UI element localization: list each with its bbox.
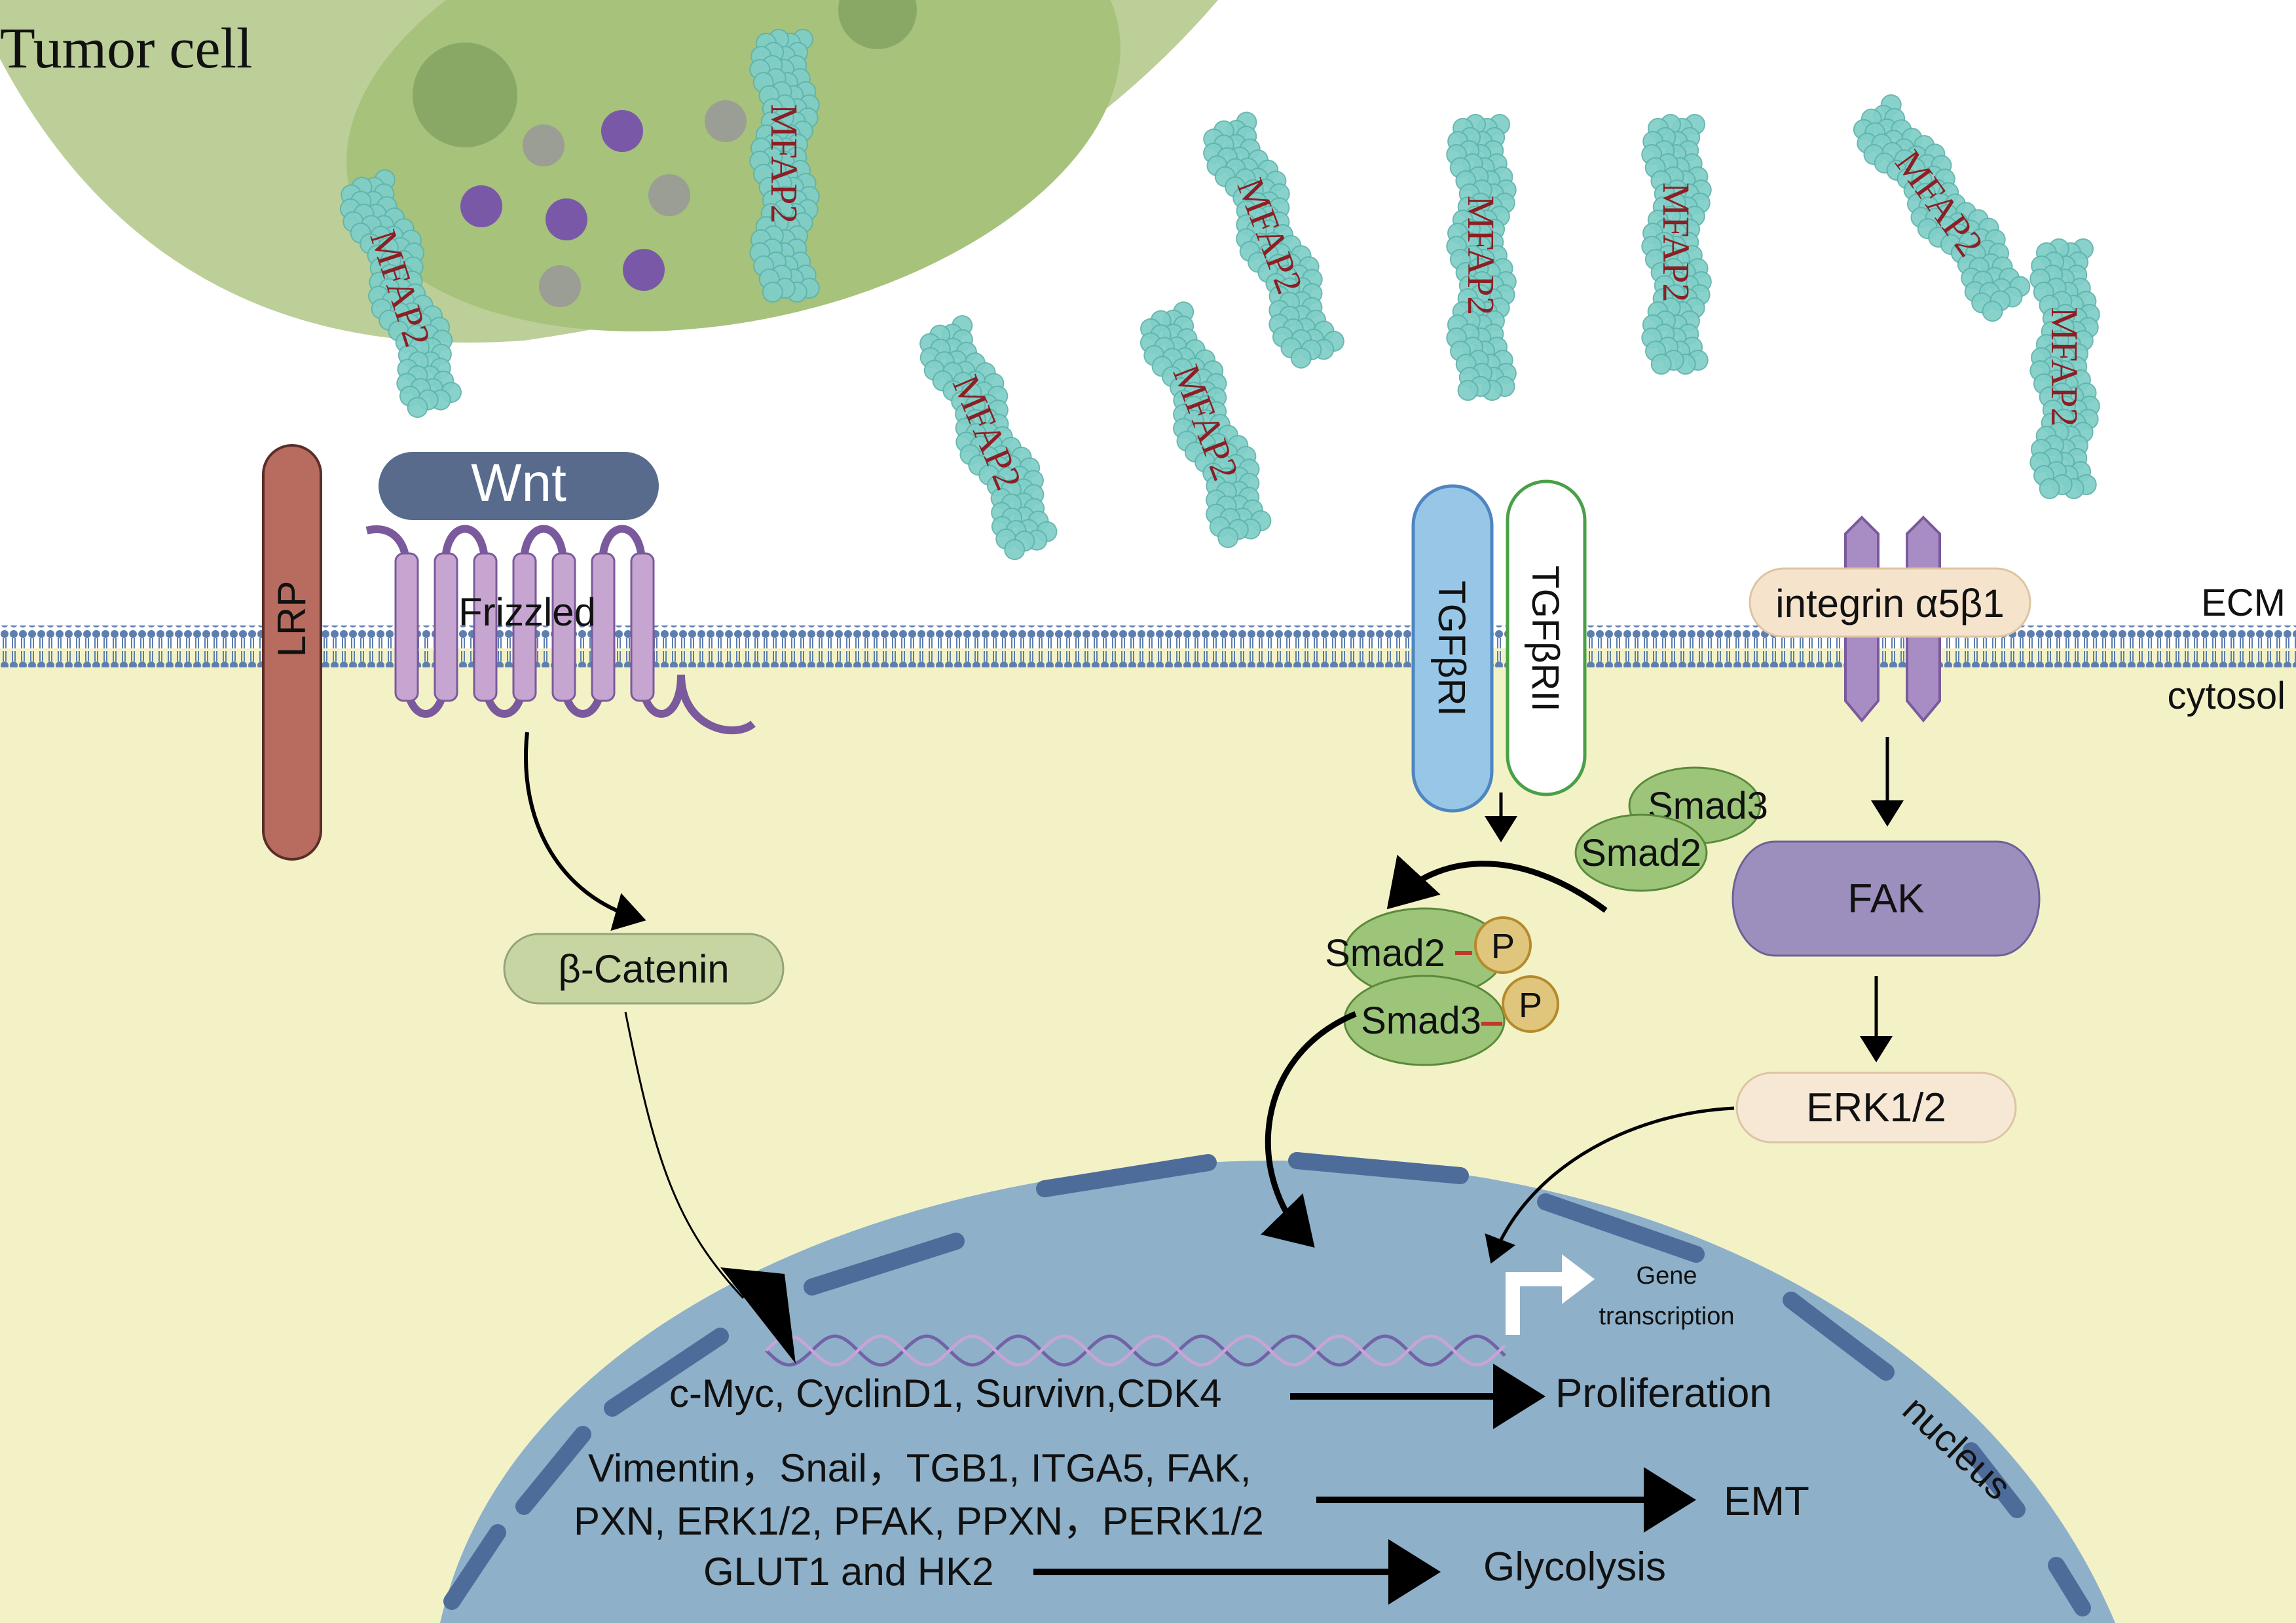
beta-catenin-label: β-Catenin xyxy=(558,947,729,991)
emt-label: EMT xyxy=(1724,1479,1809,1524)
mfap2-label: MFAP2 xyxy=(1655,183,1697,303)
emt-genes-line1: Vimentin，Snail，TGB1, ITGA5, FAK, xyxy=(588,1446,1251,1490)
lrp-label: LRP xyxy=(270,581,314,658)
smad2-p-label: Smad2 xyxy=(1325,932,1445,975)
tgfbr2-receptor: TGFβRII xyxy=(1506,479,1587,796)
nucleus: nucleus xyxy=(440,1152,2115,1623)
frizzled-label: Frizzled xyxy=(458,590,596,634)
tumor-cell-top xyxy=(0,0,1218,343)
mfap2-fiber: MFAP2 xyxy=(1853,94,2031,322)
pathway-arrows xyxy=(524,732,1904,1299)
erk-label: ERK1/2 xyxy=(1806,1085,1946,1130)
smad3-p-label: Smad3 xyxy=(1361,999,1481,1042)
erk-kinase: ERK1/2 xyxy=(1735,1072,2017,1144)
granule-purple xyxy=(623,249,665,291)
proliferation-genes: c-Myc, CyclinD1, Survivn,CDK4 xyxy=(669,1371,1222,1415)
wnt-ligand: Wnt xyxy=(379,452,659,520)
erk-to-nucleus-arrow xyxy=(1485,1106,1735,1264)
mfap2-label: MFAP2 xyxy=(2043,307,2086,427)
smad-phosphorylation-arrow xyxy=(1386,854,1608,913)
gene-label: Gene xyxy=(1637,1262,1697,1290)
cytosol-label: cytosol xyxy=(2167,675,2286,717)
granule-gray xyxy=(705,100,747,142)
fak-kinase: FAK xyxy=(1731,840,2041,957)
mfap2-fiber: MFAP2 xyxy=(339,169,462,419)
glycolysis-genes: GLUT1 and HK2 xyxy=(703,1550,994,1594)
granule-purple xyxy=(546,198,587,240)
tgfbr2-label: TGFβRII xyxy=(1524,565,1566,711)
phospho-group-1 xyxy=(1474,916,1532,974)
beta-catenin: β-Catenin xyxy=(503,933,785,1005)
mfap2-fiber: MFAP2 xyxy=(2029,238,2100,499)
transcription-label: transcription xyxy=(1599,1303,1735,1330)
glycolysis-label: Glycolysis xyxy=(1483,1544,1666,1590)
smad-complex: Smad3 Smad2 xyxy=(1574,766,1768,892)
integrin-receptor: integrin α5β1 xyxy=(1749,515,2031,723)
catenin-to-nucleus-arrow xyxy=(624,1011,745,1299)
emt-genes-line2: PXN, ERK1/2, PFAK, PPXN，PERK1/2 xyxy=(574,1499,1264,1543)
granule-purple xyxy=(460,185,502,227)
fak-label: FAK xyxy=(1847,876,1924,922)
mfap2-fiber: MFAP2 xyxy=(919,315,1058,561)
ecm-label: ECM xyxy=(2201,582,2286,624)
frizzled-receptor: Frizzled xyxy=(365,525,756,735)
phospho-label-1: P xyxy=(1491,927,1515,966)
integrin-label: integrin α5β1 xyxy=(1775,582,2004,625)
granule-purple xyxy=(601,110,643,152)
smad2-label: Smad2 xyxy=(1581,832,1701,874)
granule-gray xyxy=(523,124,565,166)
lrp-receptor: LRP xyxy=(262,444,322,861)
mfap2-fiber: MFAP2 xyxy=(1446,114,1517,401)
frizzled-to-catenin-arrow xyxy=(524,732,646,931)
mfap2-label: MFAP2 xyxy=(1460,196,1502,316)
catenin-arrowhead xyxy=(720,1267,796,1364)
tgfbr1-label: TGFβRI xyxy=(1430,580,1473,716)
mfap2-fiber: MFAP2 xyxy=(1641,114,1712,375)
proliferation-label: Proliferation xyxy=(1555,1371,1772,1416)
wnt-label: Wnt xyxy=(471,453,566,513)
tgfbr1-receptor: TGFβRI xyxy=(1411,484,1494,813)
mfap2-label: MFAP2 xyxy=(763,104,805,224)
phospho-group-2 xyxy=(1502,975,1559,1033)
tumor-cell-label-top: Tumor cell xyxy=(0,17,252,81)
dna-helix xyxy=(765,1334,1506,1367)
mfap2-fiber: MFAP2 xyxy=(1203,111,1344,369)
mfap2-fiber: MFAP2 xyxy=(1139,301,1272,548)
phospho-label-2: P xyxy=(1519,986,1542,1025)
mfap2-fiber: MFAP2 xyxy=(749,29,820,303)
granule-gray xyxy=(648,174,690,216)
smad-to-nucleus-arrow xyxy=(1261,1011,1357,1248)
gene-transcription-arrow xyxy=(1506,1254,1595,1335)
granule-gray xyxy=(539,265,581,307)
